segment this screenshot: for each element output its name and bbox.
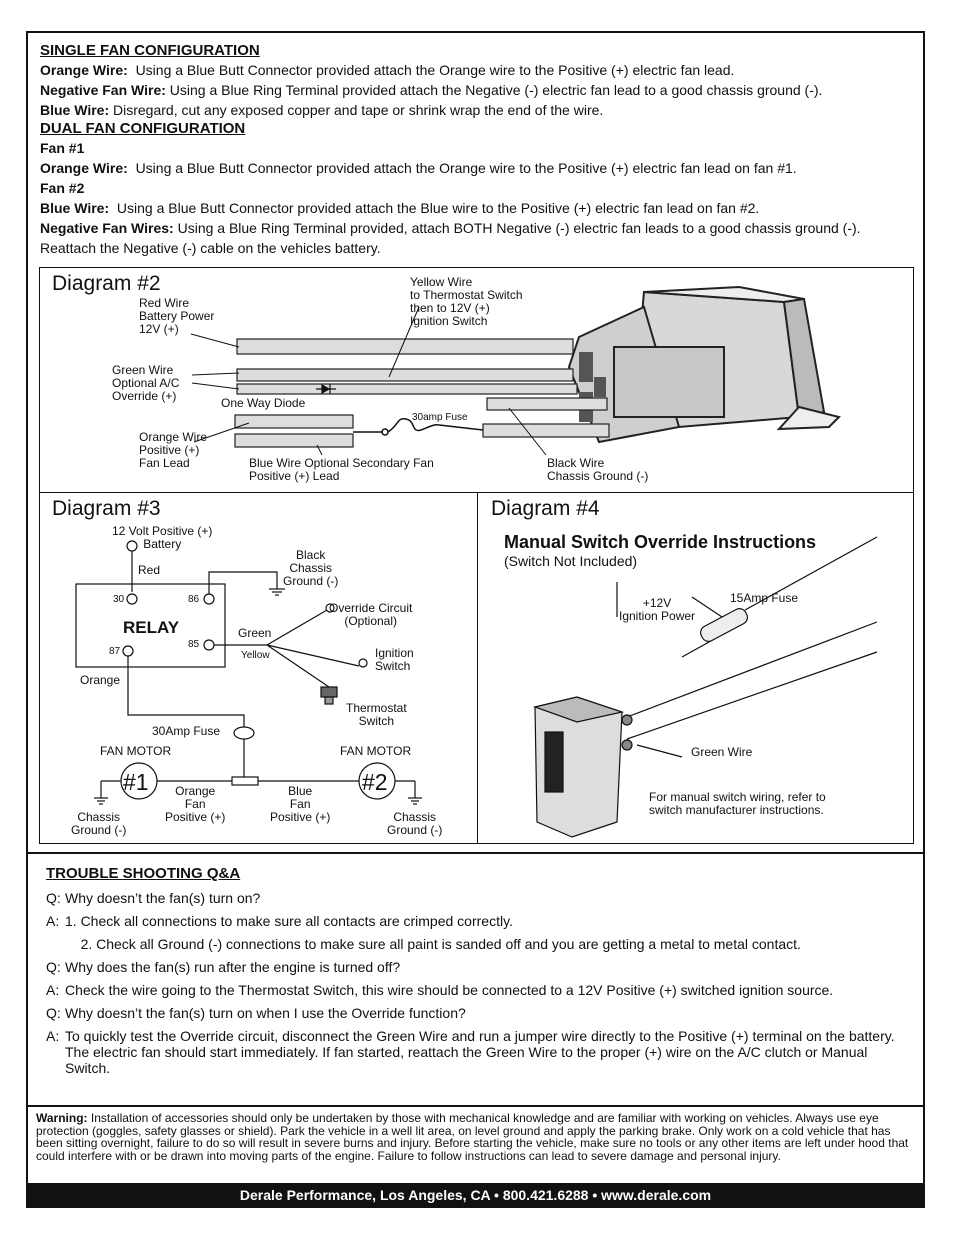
d4-instructions: For manual switch wiring, refer to switc… — [649, 790, 826, 817]
d3-red-label: Red — [138, 563, 161, 577]
divider — [26, 852, 925, 854]
d3-chassis1-label: Chassis Ground (-) — [71, 810, 127, 837]
diagram-2-title: Diagram #2 — [52, 272, 161, 295]
d3-override-label: Override Circuit (Optional) — [329, 601, 413, 628]
d3-chassis2-label: Chassis Ground (-) — [387, 810, 443, 837]
dual-orange: Orange Wire: Using a Blue Butt Connector… — [40, 160, 797, 176]
qa-item: A:To quickly test the Override circuit, … — [46, 1028, 895, 1076]
dual-fan1: Fan #1 — [40, 140, 85, 156]
diagram-3-title: Diagram #3 — [52, 497, 161, 520]
d3-orange-label: Orange — [80, 673, 121, 687]
d4-green-wire-label: Green Wire — [691, 745, 753, 759]
d2-blue-wire-label: Blue Wire Optional Secondary Fan Positiv… — [249, 456, 434, 483]
footer: Derale Performance, Los Angeles, CA • 80… — [26, 1183, 925, 1208]
d3-yellow-label: Yellow — [241, 650, 270, 661]
dual-reattach: Reattach the Negative (-) cable on the v… — [40, 240, 381, 256]
d3-blue-fan-label: Blue Fan Positive (+) — [270, 784, 331, 824]
dual-blue: Blue Wire: Using a Blue Butt Connector p… — [40, 200, 760, 216]
d3-ignition-label: Ignition Switch — [375, 646, 414, 673]
d2-red-wire-label: Red Wire Battery Power 12V (+) — [139, 296, 215, 336]
d3-black-label: Black Chassis Ground (-) — [283, 548, 339, 588]
qa-item: A:1. Check all connections to make sure … — [46, 913, 513, 929]
diagram-2-art — [190, 285, 841, 456]
diagram-3-art — [75, 540, 422, 805]
terminal-85: 85 — [188, 639, 200, 650]
relay-label: RELAY — [123, 618, 180, 637]
dual-fan-heading: DUAL FAN CONFIGURATION — [40, 120, 246, 137]
d4-fuse-label: 15Amp Fuse — [730, 591, 799, 605]
fan-motor-1-label: FAN MOTOR — [100, 744, 172, 758]
troubleshooting-heading: TROUBLE SHOOTING Q&A — [46, 865, 241, 882]
switch-not-included: (Switch Not Included) — [504, 553, 638, 569]
warning-text: Warning: Installation of accessories sho… — [36, 1111, 909, 1163]
d3-battery-label: 12 Volt Positive (+) Battery — [112, 524, 213, 551]
fan-1-label: #1 — [123, 769, 149, 795]
diagram-4-art — [532, 536, 878, 838]
diagram-4-box — [477, 492, 914, 844]
d3-green-label: Green — [238, 626, 272, 640]
single-blue: Blue Wire: Disregard, cut any exposed co… — [40, 102, 604, 118]
qa-item: Q:Why doesn’t the fan(s) turn on when I … — [46, 1005, 466, 1021]
qa-item: A:Check the wire going to the Thermostat… — [46, 982, 834, 998]
dual-fan2: Fan #2 — [40, 180, 85, 196]
d2-green-wire-label: Green Wire Optional A/C Override (+) — [112, 363, 180, 403]
single-fan-heading: SINGLE FAN CONFIGURATION — [40, 42, 260, 59]
troubleshooting-section: TROUBLE SHOOTING Q&A Q:Why doesn’t the f… — [46, 866, 916, 1083]
terminal-30: 30 — [113, 594, 125, 605]
d4-power-label: +12V Ignition Power — [619, 596, 696, 623]
single-negative: Negative Fan Wire: Using a Blue Ring Ter… — [40, 82, 823, 98]
d3-orange-fan-label: Orange Fan Positive (+) — [165, 784, 226, 824]
d2-diode-label: One Way Diode — [221, 396, 306, 410]
dual-negative: Negative Fan Wires: Using a Blue Ring Te… — [40, 220, 861, 236]
divider — [26, 1105, 925, 1107]
single-orange: Orange Wire: Using a Blue Butt Connector… — [40, 62, 735, 78]
qa-item: 2. Check all Ground (-) connections to m… — [65, 936, 801, 952]
diagram-4-title: Diagram #4 — [491, 497, 600, 520]
fan-2-label: #2 — [362, 769, 388, 795]
d2-orange-wire-label: Orange Wire Positive (+) Fan Lead — [139, 430, 208, 470]
d3-thermostat-label: Thermostat Switch — [346, 701, 407, 728]
d2-fuse-label: 30amp Fuse — [412, 412, 468, 423]
fan-motor-2-label: FAN MOTOR — [340, 744, 412, 758]
qa-item: Q:Why does the fan(s) run after the engi… — [46, 959, 401, 975]
qa-item: Q:Why doesn’t the fan(s) turn on? — [46, 890, 261, 906]
terminal-86: 86 — [188, 594, 200, 605]
d2-black-wire-label: Black Wire Chassis Ground (-) — [547, 456, 649, 483]
d3-fuse-label: 30Amp Fuse — [152, 724, 221, 738]
configuration-instructions: SINGLE FAN CONFIGURATION Orange Wire: Us… — [40, 42, 920, 258]
manual-switch-title: Manual Switch Override Instructions — [504, 532, 817, 552]
terminal-87: 87 — [109, 646, 121, 657]
relay-connector-icon — [567, 285, 841, 444]
d2-yellow-wire-label: Yellow Wire to Thermostat Switch then to… — [410, 275, 523, 328]
